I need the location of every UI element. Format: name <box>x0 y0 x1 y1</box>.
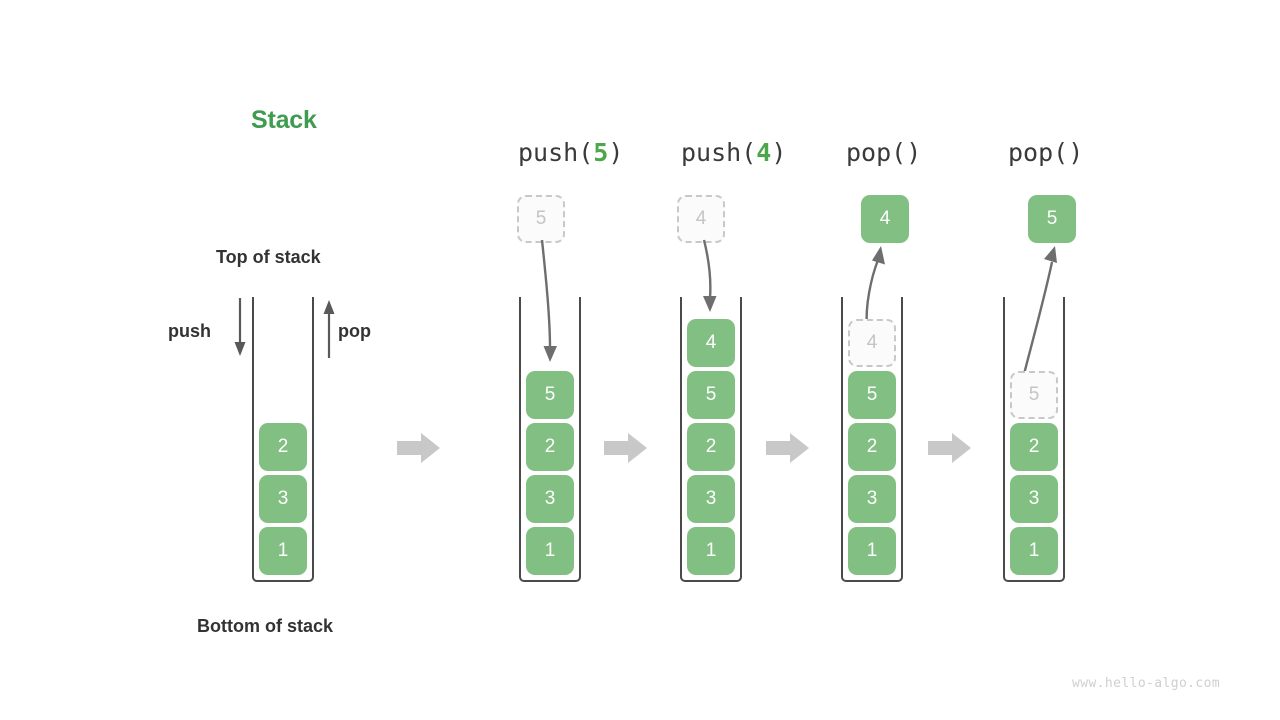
bottom-of-stack-label: Bottom of stack <box>197 616 334 636</box>
stack-element: 3 <box>687 475 735 523</box>
stack-element: 2 <box>259 423 307 471</box>
stack-container-initial <box>252 297 314 582</box>
stack-element: 3 <box>526 475 574 523</box>
operation-paren: ) <box>771 138 787 167</box>
stack-element: 2 <box>526 423 574 471</box>
stack-element: 5 <box>848 371 896 419</box>
stack-element: 2 <box>848 423 896 471</box>
push-curve-arrow-icon <box>678 238 738 323</box>
operation-name: pop() <box>846 138 922 167</box>
stack-element: 3 <box>848 475 896 523</box>
arrow-down-icon <box>228 298 252 363</box>
popped-element: 5 <box>1028 195 1076 243</box>
stack-container-pop-1 <box>841 297 903 582</box>
stack-element: 1 <box>1010 527 1058 575</box>
operation-argument: 4 <box>756 138 772 167</box>
block-arrow-right-icon <box>928 431 972 465</box>
stack-element: 3 <box>1010 475 1058 523</box>
operation-label-push-5: push(5) <box>518 138 623 167</box>
pop-curve-arrow-icon <box>1000 240 1080 390</box>
floating-element-ghost: 4 <box>677 195 725 243</box>
stack-element: 2 <box>687 423 735 471</box>
stack-element: 5 <box>687 371 735 419</box>
stack-element: 2 <box>1010 423 1058 471</box>
operation-name: push( <box>681 138 757 167</box>
operation-argument: 5 <box>593 138 609 167</box>
push-curve-arrow-icon <box>516 238 576 373</box>
popped-element: 4 <box>861 195 909 243</box>
operation-name: push( <box>518 138 594 167</box>
stack-element: 1 <box>687 527 735 575</box>
floating-element-ghost: 5 <box>517 195 565 243</box>
operation-label-push-4: push(4) <box>681 138 786 167</box>
stack-element: 1 <box>259 527 307 575</box>
stack-element: 4 <box>687 319 735 367</box>
operation-name: pop() <box>1008 138 1084 167</box>
stack-element: 1 <box>526 527 574 575</box>
stack-container-pop-2 <box>1003 297 1065 582</box>
watermark: www.hello-algo.com <box>1072 676 1221 691</box>
stack-element: 5 <box>526 371 574 419</box>
operation-label-pop-1: pop() <box>846 138 921 167</box>
block-arrow-right-icon <box>766 431 810 465</box>
top-of-stack-label: Top of stack <box>216 247 321 267</box>
removed-element-ghost: 4 <box>848 319 896 367</box>
stack-element: 1 <box>848 527 896 575</box>
page-title: Stack <box>251 106 317 134</box>
push-label: push <box>168 321 211 341</box>
removed-element-ghost: 5 <box>1010 371 1058 419</box>
block-arrow-right-icon <box>397 431 441 465</box>
pop-label: pop <box>338 321 371 341</box>
block-arrow-right-icon <box>604 431 648 465</box>
stack-container-push-4 <box>680 297 742 582</box>
stack-container-push-5 <box>519 297 581 582</box>
stack-element: 3 <box>259 475 307 523</box>
operation-paren: ) <box>608 138 624 167</box>
operation-label-pop-2: pop() <box>1008 138 1083 167</box>
arrow-up-icon <box>317 298 341 363</box>
